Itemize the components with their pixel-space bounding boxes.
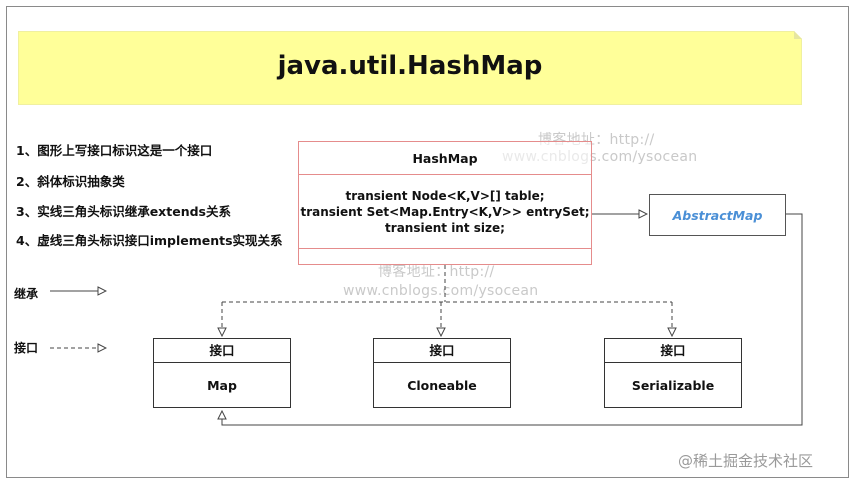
map-interface-name: Map — [207, 378, 237, 393]
abstractmap-to-map-line — [222, 213, 803, 426]
hashmap-field-table: transient Node<K,V>[] table; — [345, 188, 545, 203]
watermark-2-line2: www.cnblogs.com/ysocean — [343, 283, 539, 299]
hashmap-class-box: HashMap transient Node<K,V>[] table; tra… — [298, 141, 592, 265]
serializable-interface-stereotype: 接口 — [605, 339, 741, 363]
title-banner — [18, 31, 802, 105]
note-4: 4、虚线三角头标识接口implements实现关系 — [16, 233, 283, 248]
map-interface-box: 接口 Map — [153, 338, 291, 408]
cloneable-interface-box: 接口 Cloneable — [373, 338, 511, 408]
cloneable-interface-name: Cloneable — [407, 378, 477, 393]
banner-fold-corner — [794, 31, 802, 39]
legend-interface-label: 接口 — [14, 341, 39, 355]
site-credit: @稀土掘金技术社区 — [678, 452, 814, 470]
map-interface-stereotype: 接口 — [154, 339, 290, 363]
watermark-2-line1: 博客地址：http:// — [378, 264, 495, 280]
hashmap-fields: transient Node<K,V>[] table; transient S… — [299, 175, 591, 249]
legend-inherit-label: 继承 — [14, 287, 39, 301]
abstractmap-class-box: AbstractMap — [649, 194, 786, 236]
note-1: 1、图形上写接口标识这是一个接口 — [16, 143, 213, 158]
cloneable-interface-stereotype: 接口 — [374, 339, 510, 363]
note-2: 2、斜体标识抽象类 — [16, 174, 125, 189]
hashmap-field-size: transient int size; — [385, 220, 505, 235]
note-3: 3、实线三角头标识继承extends关系 — [16, 204, 231, 219]
hashmap-class-name: HashMap — [299, 142, 591, 175]
serializable-interface-name: Serializable — [631, 378, 715, 393]
hashmap-field-entryset: transient Set<Map.Entry<K,V>> entrySet; — [300, 204, 590, 219]
page-title: java.util.HashMap — [277, 51, 543, 81]
abstractmap-class-name: AbstractMap — [672, 207, 763, 223]
serializable-interface-box: 接口 Serializable — [604, 338, 742, 408]
